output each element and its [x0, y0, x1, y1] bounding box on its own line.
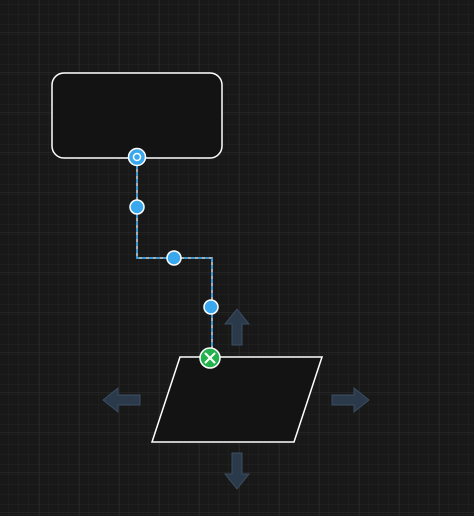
- rounded-rectangle-shape[interactable]: [51, 72, 223, 159]
- arrow-down-icon[interactable]: [223, 452, 251, 490]
- arrow-left-icon[interactable]: [102, 386, 141, 414]
- arrow-right-icon[interactable]: [331, 386, 370, 414]
- parallelogram-shape[interactable]: [150, 356, 324, 443]
- connector-waypoint-handle[interactable]: [166, 250, 182, 266]
- connector-source-handle[interactable]: [127, 147, 147, 167]
- connector-waypoint-handle[interactable]: [203, 299, 219, 315]
- arrow-up-icon[interactable]: [223, 308, 251, 346]
- connector-target-x-icon[interactable]: [199, 347, 221, 369]
- connector-waypoint-handle[interactable]: [129, 199, 145, 215]
